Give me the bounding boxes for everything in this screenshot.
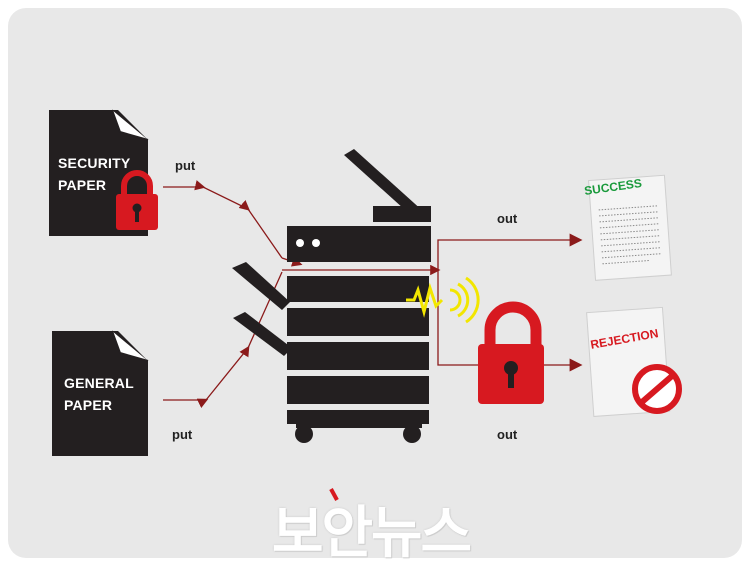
wireless-signal-icon bbox=[406, 276, 480, 324]
copier-machine bbox=[232, 149, 431, 443]
security-paper-line1: SECURITY bbox=[58, 155, 131, 171]
large-lock-icon bbox=[478, 301, 544, 404]
put-label-top: put bbox=[175, 158, 196, 173]
small-lock-icon bbox=[116, 170, 158, 230]
general-paper-label: GENERAL PAPER bbox=[64, 372, 134, 416]
general-paper-document bbox=[52, 330, 149, 456]
out-label-bottom: out bbox=[497, 427, 518, 442]
put-label-bottom: put bbox=[172, 427, 193, 442]
no-entry-icon bbox=[632, 364, 682, 414]
security-paper-line2: PAPER bbox=[58, 177, 107, 193]
security-paper-label: SECURITY PAPER bbox=[58, 152, 130, 196]
general-paper-line1: GENERAL bbox=[64, 375, 134, 391]
success-document bbox=[588, 174, 672, 281]
out-label-top: out bbox=[497, 211, 518, 226]
watermark-logo: 보안뉴스 bbox=[272, 501, 472, 566]
input-flow-lines bbox=[163, 180, 441, 409]
general-paper-line2: PAPER bbox=[64, 397, 113, 413]
watermark-accent bbox=[329, 488, 339, 501]
